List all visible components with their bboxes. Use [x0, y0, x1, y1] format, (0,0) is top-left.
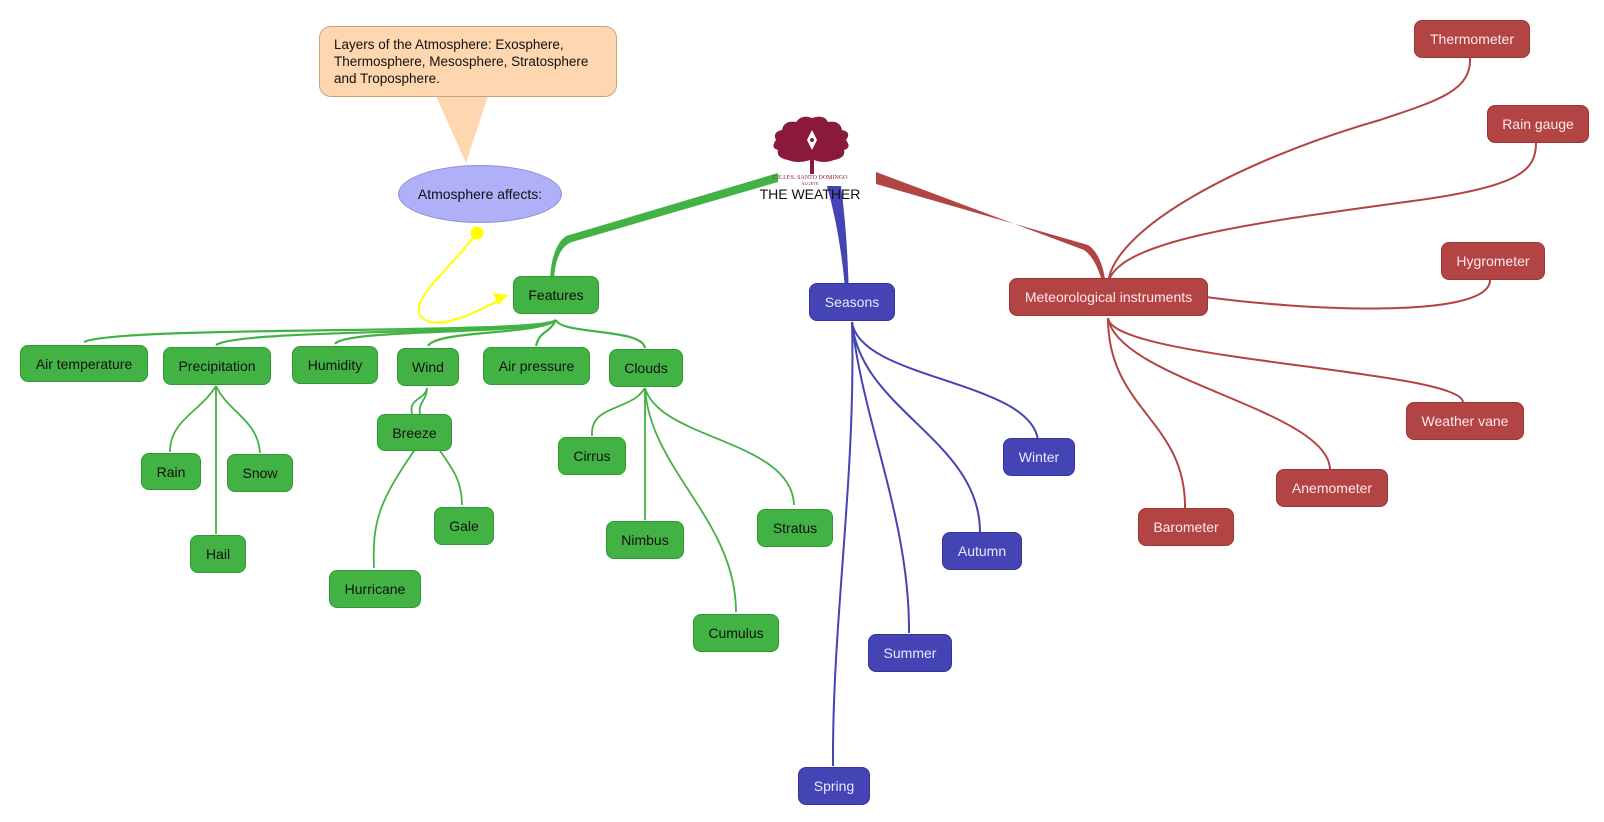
node-spring[interactable]: Spring: [798, 767, 870, 805]
logo-text-school: C.E.I.P.S. SANTO DOMINGO: [772, 175, 848, 181]
node-clouds[interactable]: Clouds: [609, 349, 683, 387]
link-barometer: [1107, 317, 1187, 509]
node-breeze[interactable]: Breeze: [377, 414, 452, 451]
node-barometer[interactable]: Barometer: [1138, 508, 1234, 546]
node-cirrus[interactable]: Cirrus: [558, 437, 626, 475]
node-hail[interactable]: Hail: [190, 535, 246, 573]
central-topic[interactable]: C.E.I.P.S. SANTO DOMINGO ALGETE THE WEAT…: [758, 110, 862, 206]
link-stratus: [644, 387, 795, 506]
node-thermometer[interactable]: Thermometer: [1414, 20, 1530, 58]
node-wind[interactable]: Wind: [397, 348, 459, 386]
node-air-pressure[interactable]: Air pressure: [483, 347, 590, 385]
node-stratus[interactable]: Stratus: [757, 509, 833, 547]
link-cirrus: [591, 387, 646, 437]
link-rain-gauge: [1107, 142, 1537, 286]
node-winter[interactable]: Winter: [1003, 438, 1075, 476]
relation-arrow: [417, 232, 503, 324]
relation-arrowhead: [493, 293, 508, 305]
callout-text: Layers of the Atmosphere: Exosphere, The…: [334, 37, 589, 86]
school-logo: C.E.I.P.S. SANTO DOMINGO ALGETE: [772, 116, 849, 186]
node-hurricane[interactable]: Hurricane: [329, 570, 421, 608]
node-seasons[interactable]: Seasons: [809, 283, 895, 321]
atmosphere-layers-callout: Layers of the Atmosphere: Exosphere, The…: [319, 26, 617, 97]
node-autumn[interactable]: Autumn: [942, 532, 1022, 570]
node-precipitation[interactable]: Precipitation: [163, 347, 271, 385]
link-summer: [851, 321, 911, 634]
branch-seasons: [827, 186, 849, 302]
link-snow: [215, 385, 261, 454]
link-autumn: [851, 321, 981, 533]
link-breeze-2: [418, 387, 428, 415]
node-air-temperature[interactable]: Air temperature: [20, 345, 148, 382]
node-gale[interactable]: Gale: [434, 507, 494, 545]
callout-pointer: [436, 96, 488, 163]
logo-text-town: ALGETE: [801, 181, 819, 186]
link-wind: [427, 319, 557, 347]
link-winter: [851, 321, 1039, 441]
node-meteorological-instruments[interactable]: Meteorological instruments: [1009, 278, 1208, 316]
link-anemometer: [1107, 317, 1331, 471]
link-precipitation: [215, 319, 557, 346]
node-rain-gauge[interactable]: Rain gauge: [1487, 105, 1589, 143]
node-humidity[interactable]: Humidity: [292, 346, 378, 384]
link-hurricane: [372, 447, 417, 569]
node-cumulus[interactable]: Cumulus: [693, 614, 779, 652]
link-air-pressure: [534, 319, 557, 347]
link-weather-vane: [1107, 317, 1464, 403]
node-anemometer[interactable]: Anemometer: [1276, 469, 1388, 507]
node-features[interactable]: Features: [513, 276, 599, 314]
link-cumulus: [644, 387, 737, 613]
node-snow[interactable]: Snow: [227, 454, 293, 492]
node-nimbus[interactable]: Nimbus: [606, 521, 684, 559]
link-air-temperature: [83, 319, 557, 344]
link-humidity: [334, 319, 557, 345]
link-hygrometer: [1205, 279, 1491, 310]
link-spring: [831, 321, 854, 767]
central-title: THE WEATHER: [759, 186, 861, 202]
link-gale: [437, 447, 463, 506]
atmosphere-affects-node[interactable]: Atmosphere affects:: [398, 165, 562, 223]
node-weather-vane[interactable]: Weather vane: [1406, 402, 1524, 440]
node-hygrometer[interactable]: Hygrometer: [1441, 242, 1545, 280]
branch-instruments: [876, 172, 1106, 285]
node-summer[interactable]: Summer: [868, 634, 952, 672]
link-thermometer: [1107, 56, 1472, 286]
link-rain: [169, 385, 217, 453]
atmosphere-affects-label: Atmosphere affects:: [417, 186, 543, 202]
link-clouds: [554, 319, 647, 349]
node-rain[interactable]: Rain: [141, 453, 201, 490]
branch-features: [550, 173, 778, 278]
